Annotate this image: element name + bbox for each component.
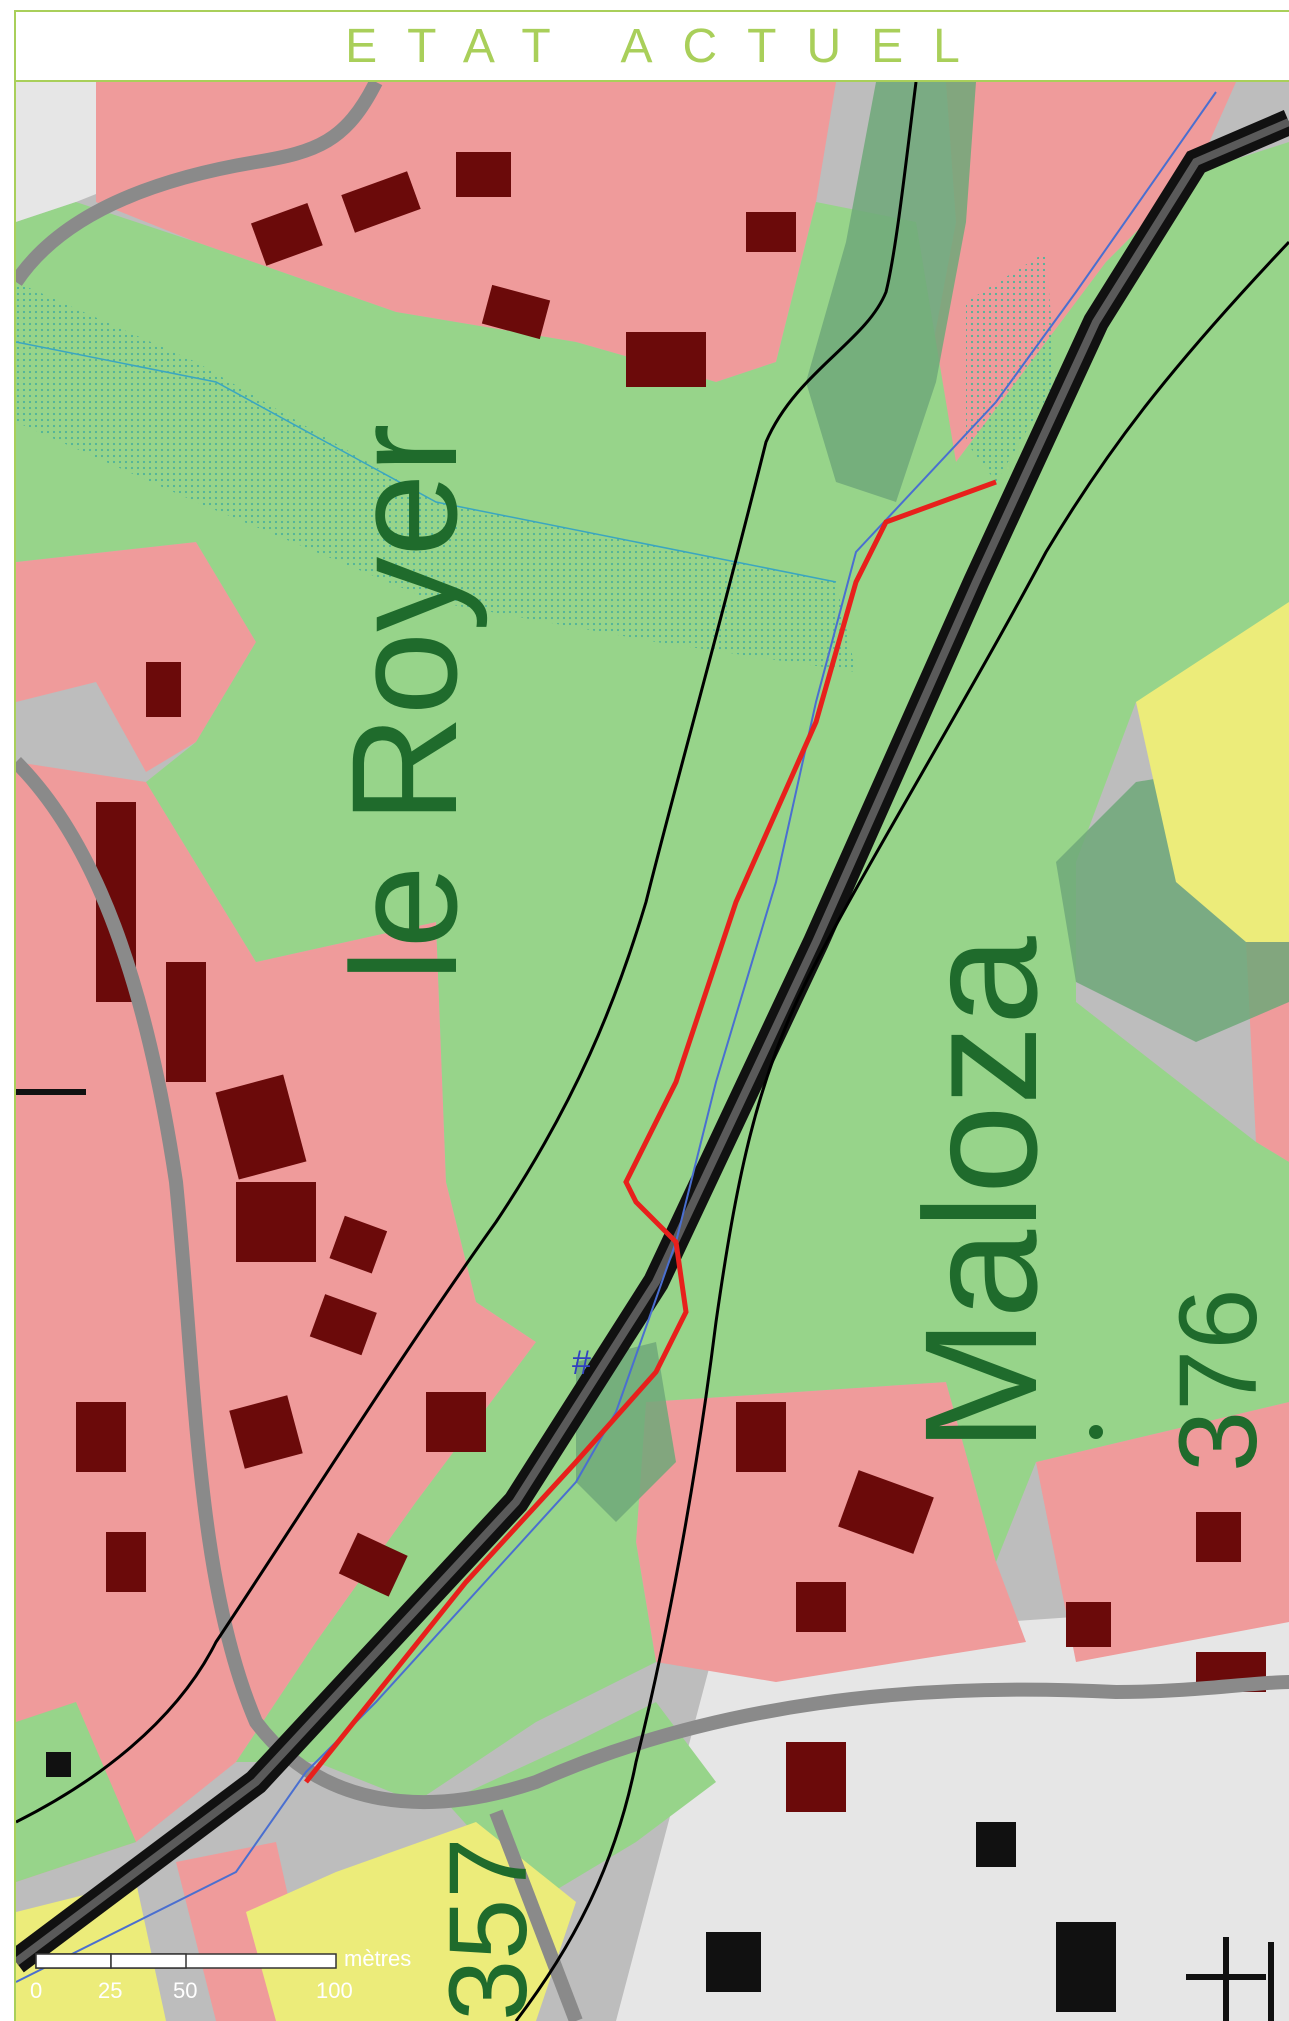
scale-unit: mètres: [344, 1946, 411, 1971]
grey-buildings: [46, 1752, 1116, 2012]
map-title-bar: ETAT ACTUEL: [14, 10, 1289, 82]
agricultural-zone: [16, 602, 1289, 2021]
secondary-roads: [16, 82, 1289, 2021]
hatched-area: [16, 282, 856, 672]
buildings: [76, 152, 1266, 1812]
main-road-center: [16, 118, 1289, 1966]
label-maloza: Maloza: [891, 936, 1070, 1452]
scale-tick-25: 25: [98, 1978, 122, 2003]
hatched-area-2: [966, 252, 1056, 482]
boundary-lines: [16, 82, 1289, 2021]
label-elevation-357: 357: [427, 1837, 550, 2021]
scale-tick-50: 50: [173, 1978, 197, 2003]
map-labels: le Royer Maloza 376 357: [320, 423, 1280, 2021]
scale-tick-0: 0: [30, 1978, 42, 2003]
scale-tick-100: 100: [316, 1978, 353, 2003]
map-title: ETAT ACTUEL: [345, 19, 990, 73]
stream: [16, 91, 1217, 1983]
scale-bar: mètres 0 25 50 100: [30, 1946, 411, 2003]
map-canvas[interactable]: le Royer Maloza 376 357 # mètres 0 25 50…: [16, 82, 1289, 2021]
label-le-royer: le Royer: [320, 423, 488, 982]
grid-cross-icon: [16, 1089, 1274, 2021]
map-frame: le Royer Maloza 376 357 # mètres 0 25 50…: [14, 82, 1289, 2021]
label-elevation-376: 376: [1157, 1288, 1280, 1472]
hash-mark: #: [572, 1344, 591, 1382]
project-line[interactable]: [304, 479, 997, 1784]
stream-branch: [16, 341, 837, 583]
elevation-point-icon: [1089, 1425, 1103, 1439]
